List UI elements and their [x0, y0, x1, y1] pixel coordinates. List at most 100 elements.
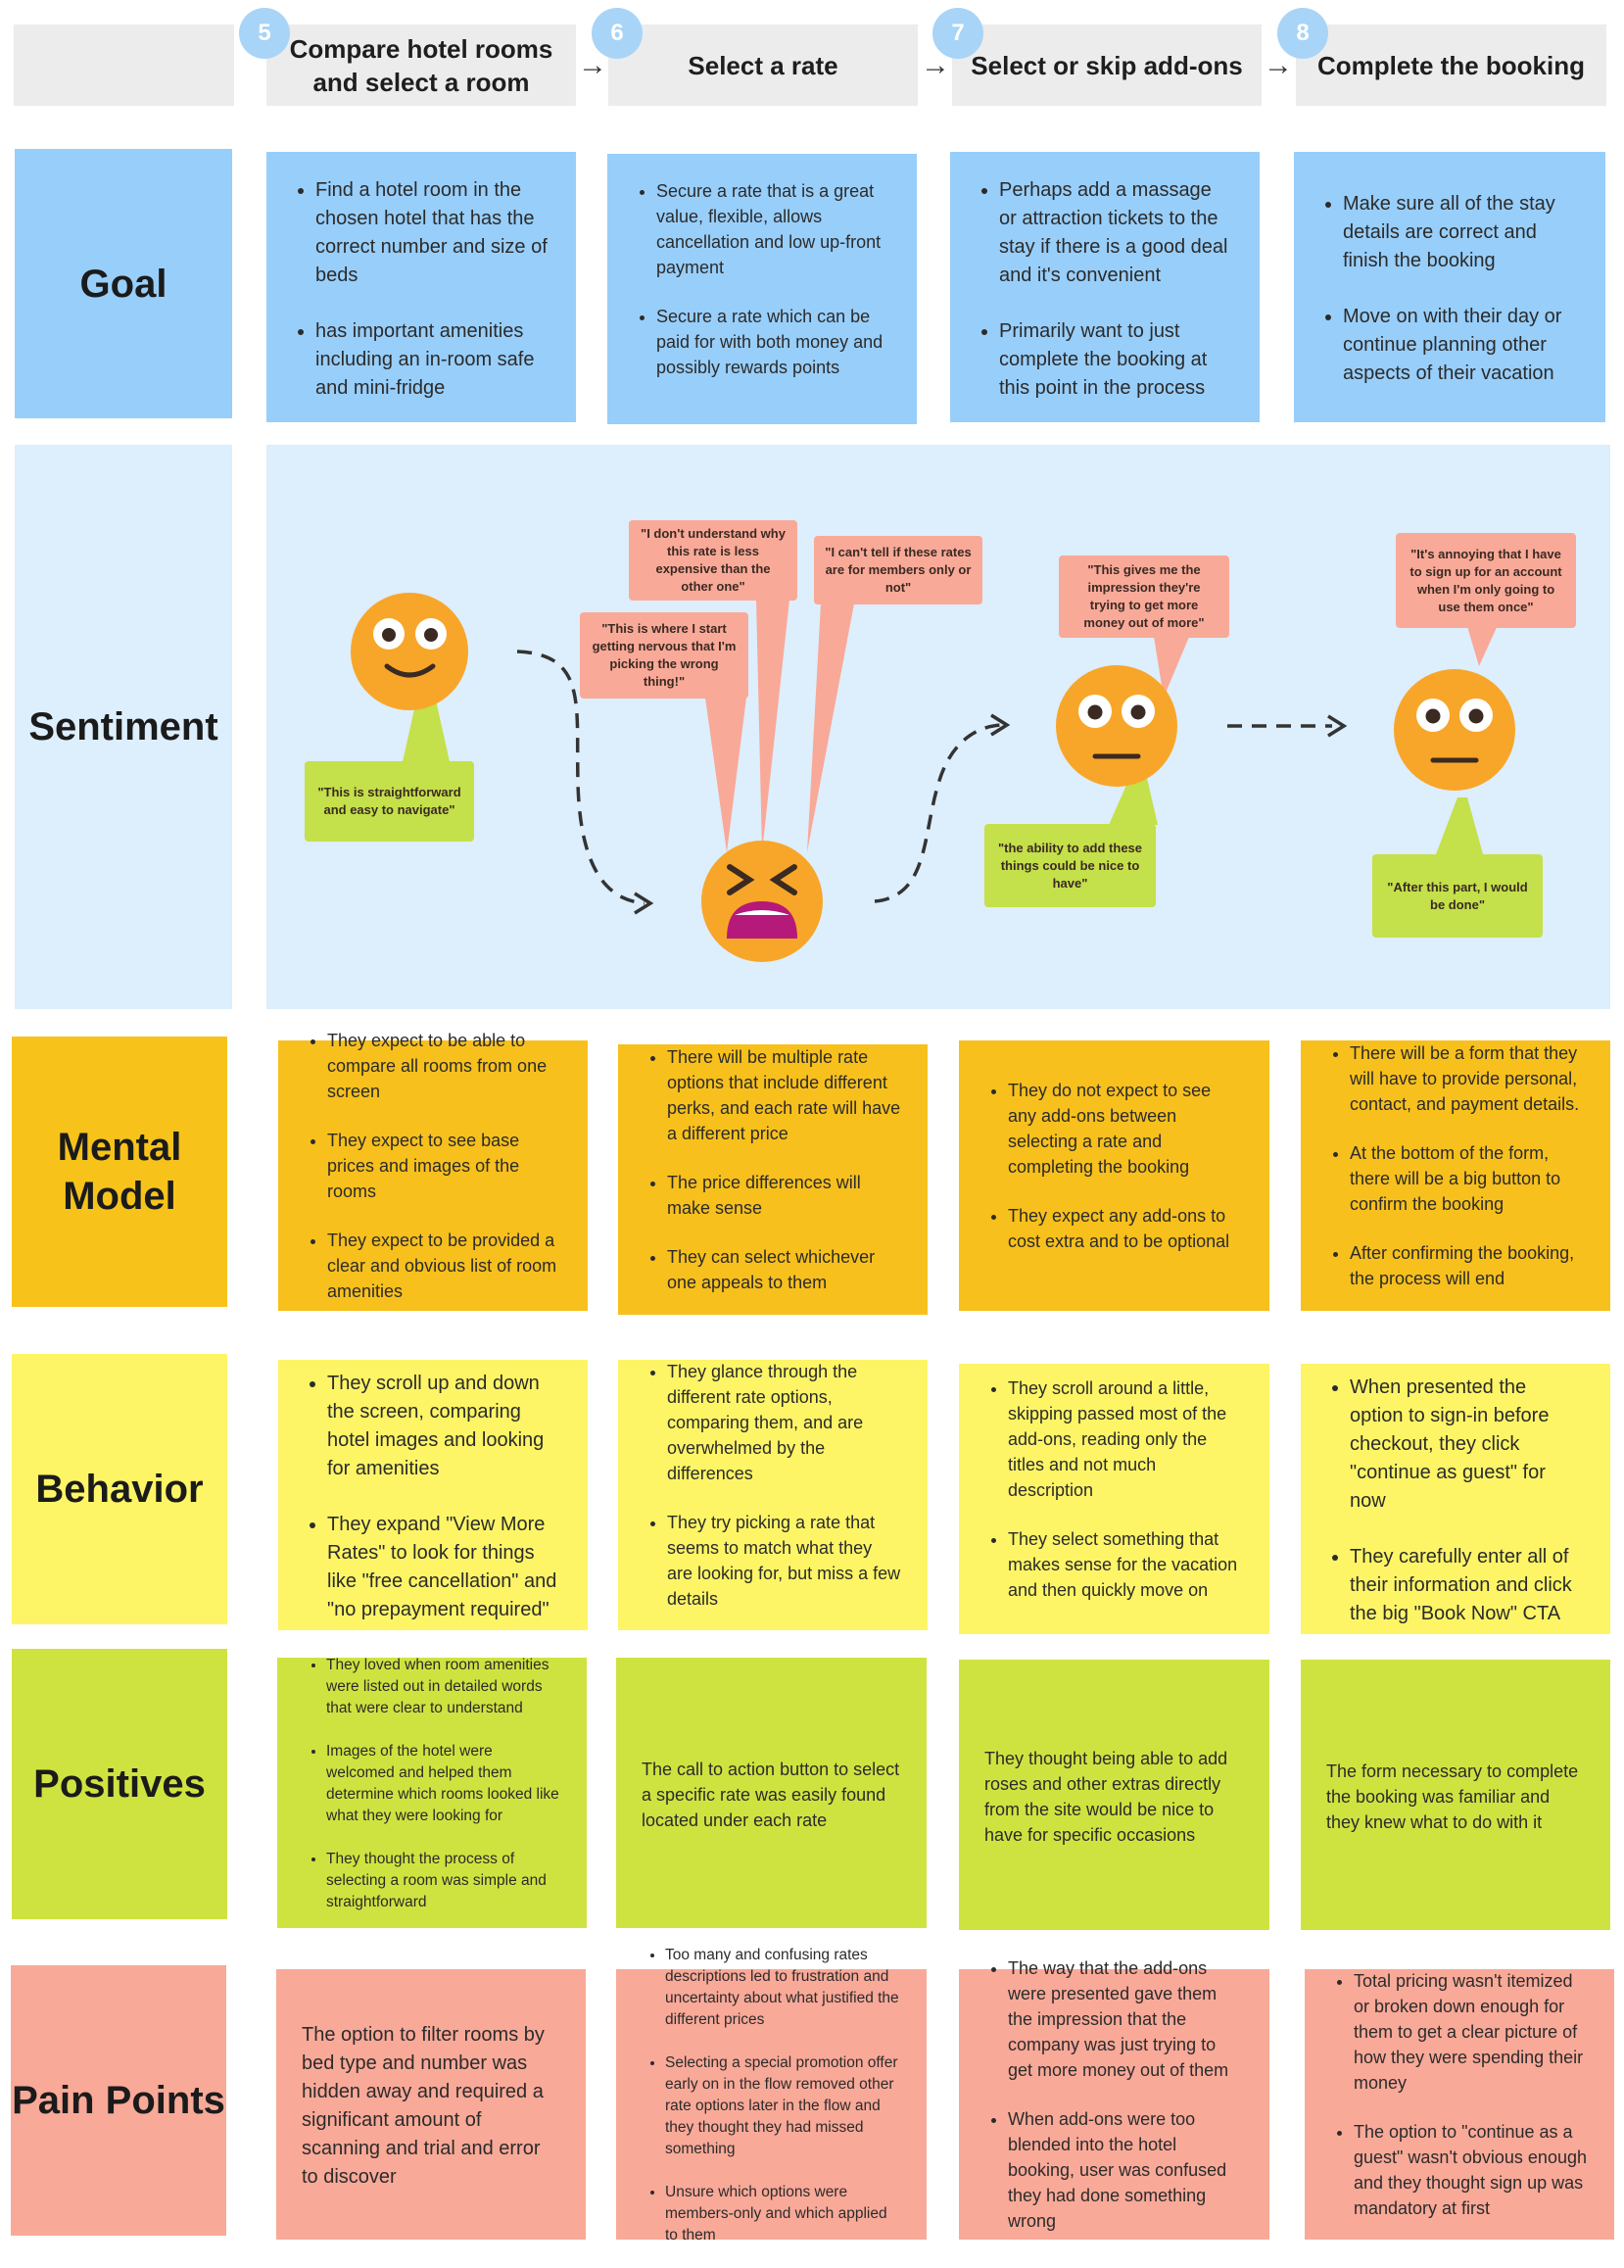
bubble-tail — [807, 603, 854, 852]
goal-cell-step-7: Perhaps add a massage or attraction tick… — [950, 152, 1260, 422]
quote-bubble: "I can't tell if these rates are for mem… — [814, 536, 982, 604]
step-6-badge: 6 — [592, 8, 643, 59]
bubble-tail — [1436, 797, 1483, 854]
pain-points-item: Total pricing wasn't itemized or broken … — [1354, 1968, 1589, 2096]
mental-model-item: At the bottom of the form, there will be… — [1350, 1140, 1585, 1217]
mental-model-item: They expect to see base prices and image… — [327, 1128, 562, 1204]
bubble-tail — [402, 692, 451, 766]
positives-text: The call to action button to select a sp… — [642, 1760, 900, 1830]
positives-cell-step-5: They loved when room amenities were list… — [277, 1655, 587, 1928]
neutral-face-icon — [1056, 665, 1177, 787]
step-5-header: Compare hotel rooms and select a room — [266, 24, 576, 106]
behavior-item: When presented the option to sign-in bef… — [1350, 1374, 1585, 1516]
step-7-badge: 7 — [932, 8, 983, 59]
mental-model-cell-step-5: They expect to be able to compare all ro… — [278, 1031, 588, 1311]
row-label-pain-points: Pain Points — [11, 1965, 226, 2236]
goal-cell-step-5: Find a hotel room in the chosen hotel th… — [266, 152, 576, 422]
step-5-badge: 5 — [239, 8, 290, 59]
mental-model-item: They expect any add-ons to cost extra an… — [1008, 1203, 1244, 1254]
row-label-positives: Positives — [12, 1649, 227, 1919]
mental-model-cell-step-7: They do not expect to see any add-ons be… — [959, 1040, 1269, 1311]
neutral-face-icon — [1394, 669, 1515, 791]
goal-item: Secure a rate that is a great value, fle… — [656, 178, 891, 280]
smiling-face-icon — [351, 593, 468, 710]
sentiment-graphic — [351, 593, 1515, 962]
quote-bubble: "I don't understand why this rate is les… — [629, 520, 797, 601]
step-8-header: Complete the booking — [1296, 24, 1606, 106]
behavior-item: They scroll around a little, skipping pa… — [1008, 1375, 1244, 1503]
positives-text: They thought being able to add roses and… — [984, 1749, 1228, 1845]
pain-points-text: The option to filter rooms by bed type a… — [302, 2024, 545, 2188]
positives-item: They loved when room amenities were list… — [326, 1655, 561, 1719]
arrow-head-icon — [634, 892, 654, 915]
pain-points-item: Selecting a special promotion offer earl… — [665, 2052, 901, 2160]
behavior-cell-step-8: When presented the option to sign-in bef… — [1301, 1364, 1610, 1634]
row-label-goal: Goal — [15, 149, 232, 418]
positives-cell-step-6: The call to action button to select a sp… — [616, 1658, 927, 1928]
quote-bubble: "This gives me the impression they're tr… — [1059, 555, 1229, 638]
behavior-cell-step-5: They scroll up and down the screen, comp… — [278, 1360, 588, 1630]
behavior-item: They select something that makes sense f… — [1008, 1526, 1244, 1603]
quote-bubble: "the ability to add these things could b… — [984, 824, 1156, 907]
step-7-title: Select or skip add-ons — [971, 50, 1243, 80]
bubble-tail — [705, 698, 746, 852]
mental-model-item: There will be multiple rate options that… — [667, 1044, 902, 1146]
mental-model-item: They expect to be provided a clear and o… — [327, 1228, 562, 1304]
mental-model-cell-step-8: There will be a form that they will have… — [1301, 1040, 1610, 1311]
header-corner — [14, 24, 234, 106]
flow-arrow — [516, 650, 645, 905]
mental-model-item: After confirming the booking, the proces… — [1350, 1240, 1585, 1291]
positives-item: Images of the hotel were welcomed and he… — [326, 1741, 561, 1827]
arrow-head-icon — [1327, 714, 1348, 738]
mental-model-cell-step-6: There will be multiple rate options that… — [618, 1044, 928, 1315]
step-8-title: Complete the booking — [1317, 50, 1585, 80]
goal-item: Move on with their day or continue plann… — [1343, 303, 1580, 388]
quote-bubble: "This is where I start getting nervous t… — [580, 612, 748, 699]
goal-item: Primarily want to just complete the book… — [999, 317, 1234, 403]
mental-model-item: They do not expect to see any add-ons be… — [1008, 1078, 1244, 1180]
positives-cell-step-8: The form necessary to complete the booki… — [1301, 1660, 1610, 1930]
mental-model-item: There will be a form that they will have… — [1350, 1040, 1585, 1117]
pain-points-item: The option to "continue as a guest" wasn… — [1354, 2119, 1589, 2221]
behavior-item: They expand "View More Rates" to look fo… — [327, 1511, 562, 1624]
mental-model-item: They can select whichever one appeals to… — [667, 1244, 902, 1295]
pain-points-cell-step-6: Too many and confusing rates description… — [616, 1947, 927, 2244]
step-8-badge: 8 — [1277, 8, 1328, 59]
quote-bubble: "This is straightforward and easy to nav… — [305, 761, 474, 842]
step-5-title: Compare hotel rooms and select a room — [289, 33, 553, 97]
goal-cell-step-6: Secure a rate that is a great value, fle… — [607, 154, 917, 424]
mental-model-item: The price differences will make sense — [667, 1170, 902, 1221]
behavior-cell-step-7: They scroll around a little, skipping pa… — [959, 1364, 1269, 1634]
mental-model-item: They expect to be able to compare all ro… — [327, 1028, 562, 1104]
bubble-tail — [1154, 637, 1189, 698]
goal-item: has important amenities including an in-… — [315, 317, 550, 403]
goal-cell-step-8: Make sure all of the stay details are co… — [1294, 152, 1605, 422]
positives-item: They thought the process of selecting a … — [326, 1849, 561, 1913]
goal-item: Make sure all of the stay details are co… — [1343, 190, 1580, 275]
positives-cell-step-7: They thought being able to add roses and… — [959, 1660, 1269, 1930]
bubble-tail — [1109, 774, 1158, 825]
pain-points-item: The way that the add-ons were presented … — [1008, 1955, 1244, 2083]
positives-text: The form necessary to complete the booki… — [1326, 1761, 1579, 1832]
goal-item: Find a hotel room in the chosen hotel th… — [315, 176, 550, 290]
behavior-item: They carefully enter all of their inform… — [1350, 1543, 1585, 1628]
pain-points-item: When add-ons were too blended into the h… — [1008, 2106, 1244, 2234]
pain-points-cell-step-5: The option to filter rooms by bed type a… — [276, 1969, 586, 2240]
step-6-title: Select a rate — [688, 50, 838, 80]
step-6-header: Select a rate — [608, 24, 918, 106]
tired-face-icon — [701, 841, 823, 962]
behavior-item: They try picking a rate that seems to ma… — [667, 1510, 902, 1612]
row-label-behavior: Behavior — [12, 1354, 227, 1624]
row-label-sentiment: Sentiment — [15, 445, 232, 1009]
goal-item: Secure a rate which can be paid for with… — [656, 304, 891, 380]
arrow-head-icon — [990, 713, 1011, 737]
arrow-right-icon: → — [1264, 49, 1293, 81]
pain-points-cell-step-8: Total pricing wasn't itemized or broken … — [1305, 1969, 1614, 2240]
arrow-right-icon: → — [578, 49, 607, 81]
step-7-header: Select or skip add-ons — [952, 24, 1262, 106]
pain-points-item: Unsure which options were members-only a… — [665, 2182, 901, 2246]
quote-bubble: "It's annoying that I have to sign up fo… — [1396, 533, 1576, 628]
behavior-item: They glance through the different rate o… — [667, 1359, 902, 1486]
behavior-item: They scroll up and down the screen, comp… — [327, 1370, 562, 1483]
flow-arrow — [874, 723, 1002, 903]
